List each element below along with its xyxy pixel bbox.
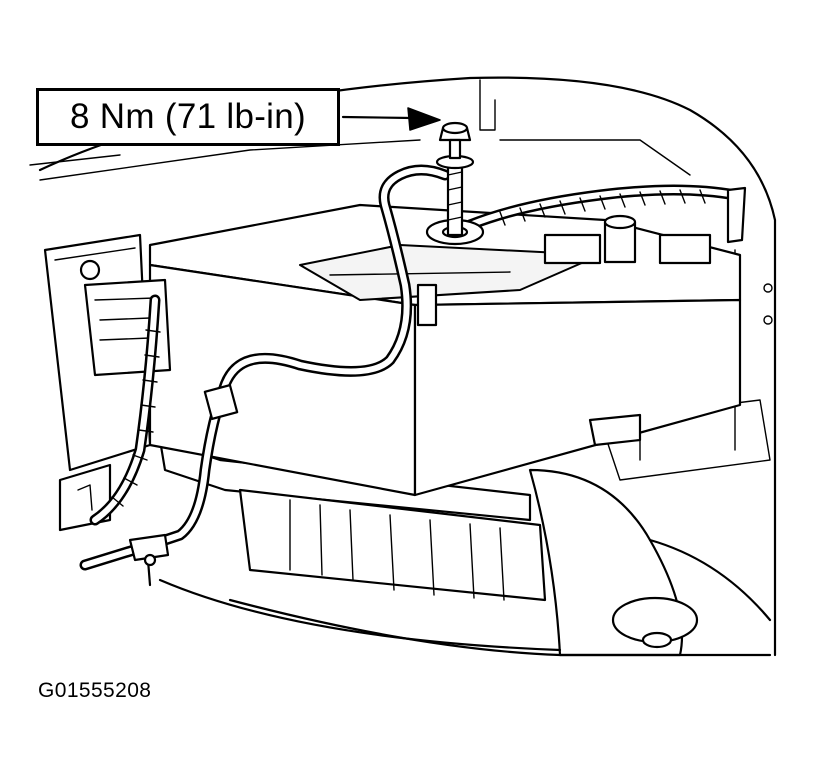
fender-well bbox=[528, 399, 772, 657]
torque-callout: 8 Nm (71 lb-in) bbox=[36, 88, 340, 146]
callout-arrow bbox=[341, 107, 441, 131]
ground-cable bbox=[79, 164, 747, 587]
bolt-icon bbox=[438, 121, 472, 160]
battery-terminal bbox=[425, 154, 485, 246]
figure-id: G01555208 bbox=[38, 679, 152, 702]
battery bbox=[148, 203, 742, 497]
torque-spec-label: 8 Nm (71 lb-in) bbox=[70, 97, 306, 136]
